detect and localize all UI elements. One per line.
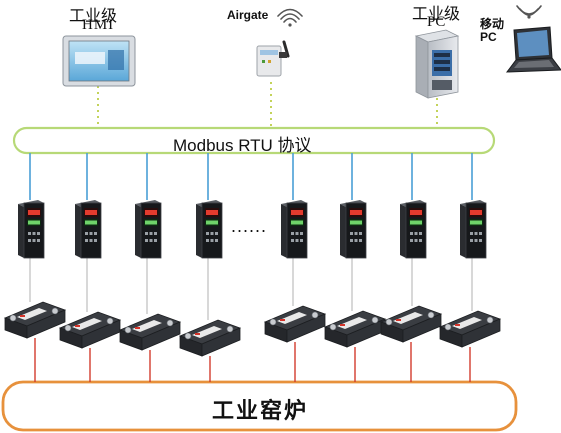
- controller-column: [178, 153, 242, 382]
- pc-label-line2: PC: [427, 14, 446, 30]
- mobile-pc-label-line1: 移动: [480, 17, 505, 31]
- temperature-controller-icon: [196, 200, 223, 259]
- temperature-controller-icon: [75, 200, 102, 259]
- laptop-wifi-icon: [516, 5, 542, 19]
- solid-state-relay-icon: [58, 311, 122, 349]
- hmi-label-line1: 工业级: [69, 8, 118, 25]
- modbus-bus: [12, 126, 496, 155]
- controller-column: [118, 153, 182, 382]
- bus-label: Modbus RTU 协议: [173, 136, 312, 155]
- hmi-device-icon: [62, 35, 136, 87]
- laptop-icon: [505, 26, 561, 73]
- temperature-controller-icon: [281, 200, 308, 259]
- temperature-controller-icon: [340, 200, 367, 259]
- temperature-controller-icon: [135, 200, 162, 259]
- solid-state-relay-icon: [438, 310, 502, 348]
- temperature-controller-icon: [18, 200, 45, 259]
- controller-column: [58, 153, 122, 382]
- mobile-pc-label-line2: PC: [480, 30, 497, 44]
- wifi-icon: [277, 8, 303, 27]
- controller-column: [438, 153, 502, 382]
- solid-state-relay-icon: [118, 313, 182, 351]
- device-links: [97, 82, 438, 128]
- controller-column: [323, 153, 387, 382]
- temperature-controller-icon: [400, 200, 427, 259]
- industrial-pc-icon: [414, 29, 460, 99]
- pc-label-line1: 工业级: [412, 6, 461, 23]
- solid-state-relay-icon: [178, 319, 242, 357]
- airgate-label: Airgate: [227, 8, 269, 22]
- temperature-controller-icon: [460, 200, 487, 259]
- controller-column: [263, 153, 327, 382]
- solid-state-relay-icon: [323, 310, 387, 348]
- controller-columns: [3, 153, 502, 382]
- furnace-label: 工业窑炉: [212, 398, 309, 423]
- solid-state-relay-icon: [379, 305, 443, 343]
- airgate-device-icon: [256, 40, 290, 77]
- ellipsis-label: ......: [231, 216, 268, 236]
- controller-column: [3, 153, 67, 382]
- solid-state-relay-icon: [263, 305, 327, 343]
- hmi-label-line2: HMI: [82, 17, 115, 33]
- furnace-bar: [1, 380, 518, 432]
- solid-state-relay-icon: [3, 301, 67, 339]
- controller-column: [379, 153, 443, 382]
